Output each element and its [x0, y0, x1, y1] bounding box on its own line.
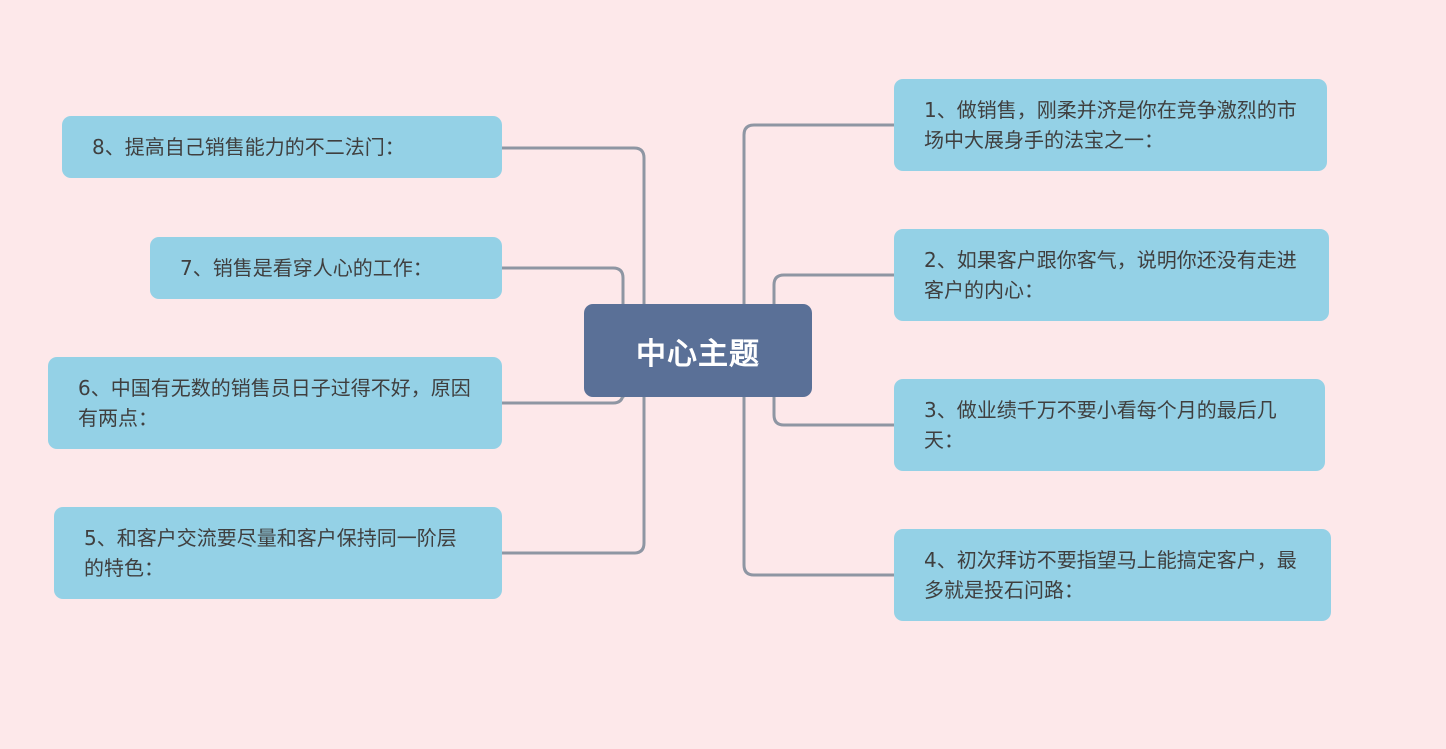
branch-node-8[interactable]: 8、提高自己销售能力的不二法门： [62, 116, 502, 178]
branch-node-label: 2、如果客户跟你客气，说明你还没有走进客户的内心： [924, 248, 1297, 302]
connector-branch-4 [742, 395, 896, 577]
branch-node-5[interactable]: 5、和客户交流要尽量和客户保持同一阶层的特色： [54, 507, 502, 599]
branch-node-6[interactable]: 6、中国有无数的销售员日子过得不好，原因有两点： [48, 357, 502, 449]
branch-node-7[interactable]: 7、销售是看穿人心的工作： [150, 237, 502, 299]
branch-node-label: 5、和客户交流要尽量和客户保持同一阶层的特色： [84, 526, 457, 580]
branch-node-label: 3、做业绩千万不要小看每个月的最后几天： [924, 398, 1277, 452]
connector-branch-2 [772, 273, 896, 306]
branch-node-3[interactable]: 3、做业绩千万不要小看每个月的最后几天： [894, 379, 1325, 471]
branch-node-1[interactable]: 1、做销售，刚柔并济是你在竞争激烈的市场中大展身手的法宝之一： [894, 79, 1327, 171]
connector-branch-3 [772, 395, 896, 427]
central-topic[interactable]: 中心主题 [584, 304, 812, 397]
connector-branch-8 [500, 146, 646, 306]
branch-node-label: 1、做销售，刚柔并济是你在竞争激烈的市场中大展身手的法宝之一： [924, 98, 1297, 152]
connector-branch-7 [500, 266, 625, 306]
branch-node-4[interactable]: 4、初次拜访不要指望马上能搞定客户，最多就是投石问路： [894, 529, 1331, 621]
branch-node-label: 8、提高自己销售能力的不二法门： [92, 135, 405, 159]
central-topic-label: 中心主题 [636, 336, 760, 372]
branch-node-label: 7、销售是看穿人心的工作： [180, 256, 433, 280]
connector-branch-5 [500, 395, 646, 555]
branch-node-label: 6、中国有无数的销售员日子过得不好，原因有两点： [78, 376, 471, 430]
connector-branch-1 [742, 123, 896, 306]
branch-node-label: 4、初次拜访不要指望马上能搞定客户，最多就是投石问路： [924, 548, 1297, 602]
branch-node-2[interactable]: 2、如果客户跟你客气，说明你还没有走进客户的内心： [894, 229, 1329, 321]
